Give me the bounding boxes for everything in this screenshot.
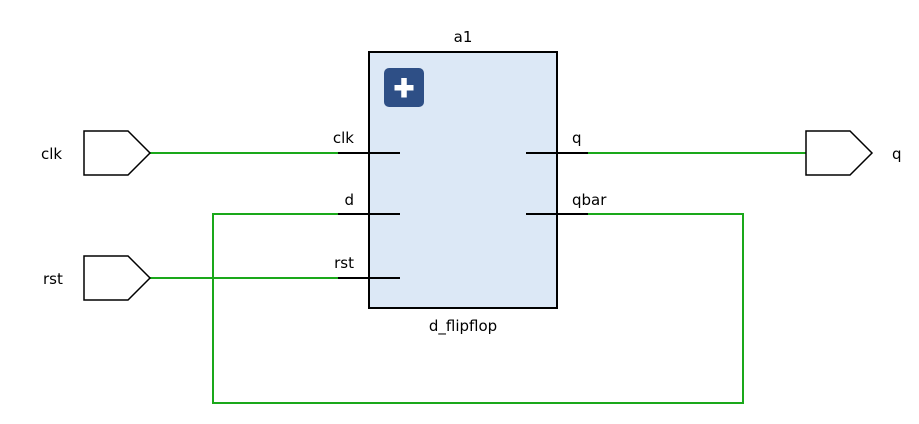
- plus-icon: [394, 78, 414, 98]
- port-label-q: q: [892, 145, 902, 163]
- pin-label-d: d: [344, 191, 354, 209]
- expand-button[interactable]: [384, 68, 424, 107]
- port-label-rst: rst: [43, 270, 63, 288]
- port-label-clk: clk: [41, 145, 62, 163]
- input-port-rst[interactable]: [83, 255, 152, 301]
- input-port-clk[interactable]: [83, 130, 152, 176]
- wire-qbar-feedback[interactable]: [212, 213, 744, 404]
- module-name-label: d_flipflop: [429, 317, 497, 336]
- pin-label-q: q: [572, 129, 582, 147]
- pin-label-qbar: qbar: [572, 191, 607, 209]
- pin-label-rst: rst: [334, 254, 354, 272]
- instance-name-label: a1: [454, 28, 473, 46]
- output-port-q[interactable]: [805, 130, 874, 176]
- pin-label-clk: clk: [333, 129, 354, 147]
